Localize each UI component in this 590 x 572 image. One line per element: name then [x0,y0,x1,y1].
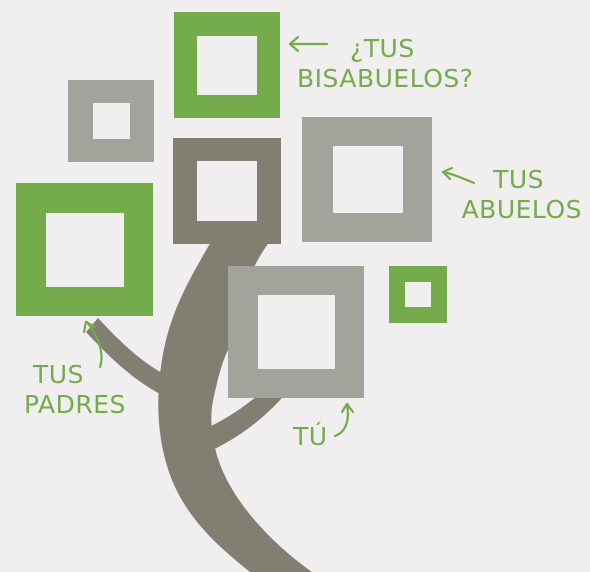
frame-parent-green [16,183,153,316]
grandparents-label-line2: ABUELOS [461,195,582,224]
great-grandparents-label-line1: ¿TUS [350,34,415,63]
arrow-up-left-icon [441,166,476,185]
parents-label-line1: TUS [33,360,84,389]
curved-arrow-up-icon [82,320,103,369]
you-label-text: TÚ [293,422,328,451]
grandparents-label: TUS ABUELOS [447,165,582,225]
parents-label-line2: PADRES [24,390,126,419]
frame-small-green [389,266,447,323]
great-grandparents-label: ¿TUS BISABUELOS? [297,34,474,94]
frame-great-grandparent-green [174,12,280,118]
you-label: TÚ [293,422,328,452]
frame-great-grandparent-gray [68,80,154,162]
arrow-left-icon [288,35,329,53]
frame-you [228,266,364,398]
frame-grandparent-gray [302,117,432,242]
great-grandparents-label-line2: BISABUELOS? [297,64,474,93]
tree-branch-right [198,384,282,454]
tree-trunk [158,240,312,572]
curved-arrow-up-icon [333,402,355,438]
parents-label: TUS PADRES [24,360,126,420]
frame-grandparent-dark [173,138,281,244]
tree-branch-left [86,318,164,394]
grandparents-label-line1: TUS [493,165,544,194]
